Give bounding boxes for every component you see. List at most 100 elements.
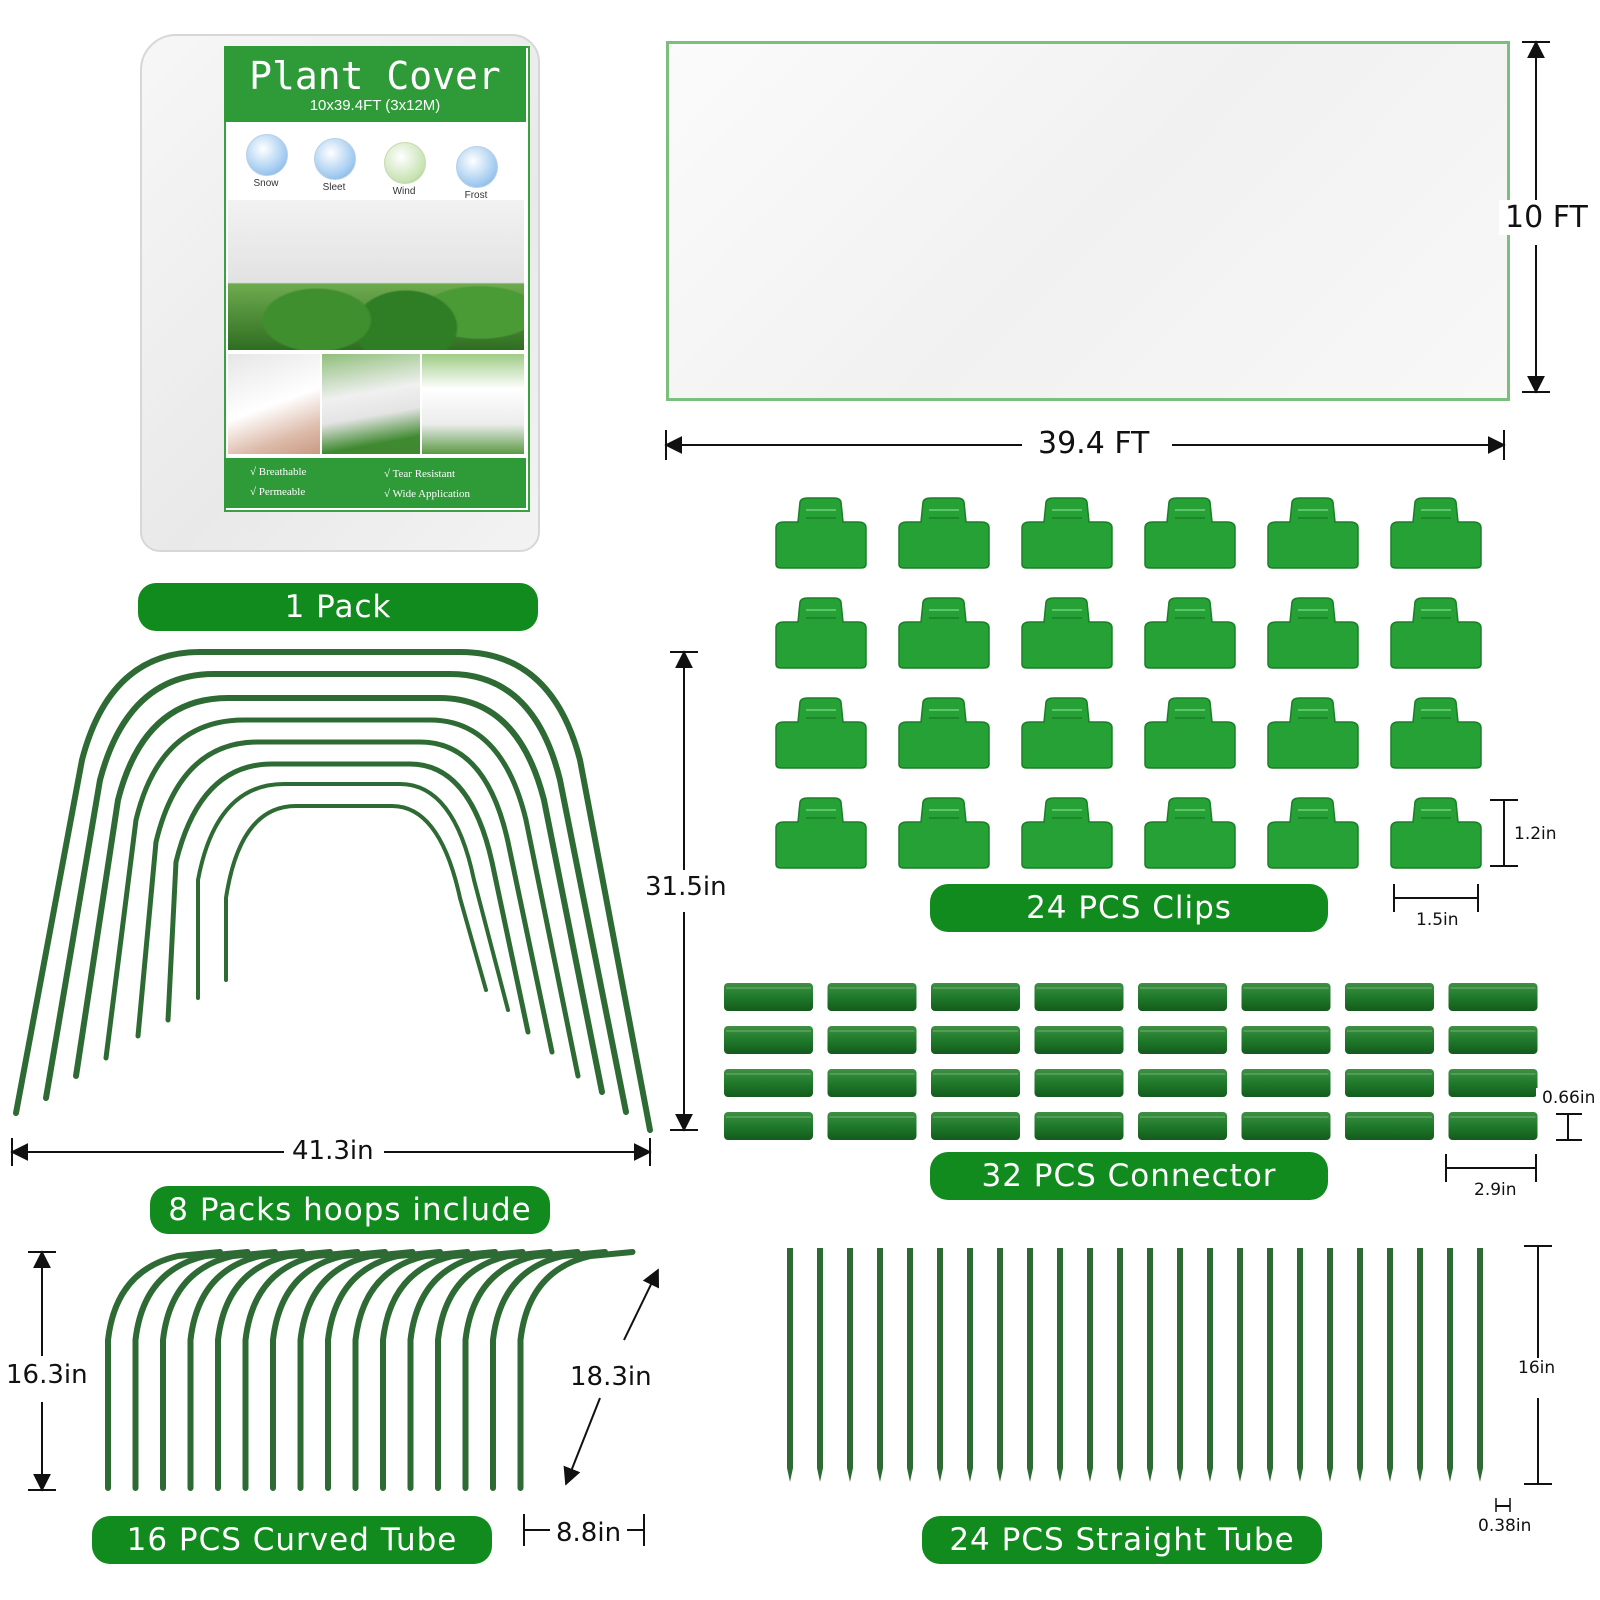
- straight-tube: [877, 1248, 883, 1482]
- straight-dimension: [1495, 1245, 1552, 1512]
- connector: [931, 983, 1020, 1011]
- connector: [1241, 1112, 1331, 1140]
- hoop: [165, 761, 531, 1035]
- curved-tube: [187, 1249, 306, 1491]
- connector: [724, 1026, 813, 1054]
- curved-tube: [352, 1249, 471, 1491]
- straight-tube: [817, 1248, 823, 1482]
- connector: [1448, 1026, 1538, 1054]
- straight-tube-label: 24 PCS Straight Tube: [922, 1516, 1322, 1564]
- connector: [931, 1026, 1020, 1054]
- straight-tube: [1477, 1248, 1483, 1482]
- clip: [1144, 497, 1236, 569]
- clips-label: 24 PCS Clips: [930, 884, 1328, 932]
- sheet-height-dimension: [1522, 40, 1550, 394]
- clip: [1144, 597, 1236, 669]
- straight-tubes: [787, 1248, 1483, 1482]
- clip: [1390, 597, 1482, 669]
- hoops-label: 8 Packs hoops include: [150, 1186, 550, 1234]
- clip: [775, 597, 867, 669]
- straight-tube: [1147, 1248, 1153, 1482]
- sheet-width-dimension: [664, 430, 1506, 460]
- clip: [1267, 497, 1359, 569]
- connector: [1034, 983, 1124, 1011]
- curved-height-label: 16.3in: [0, 1360, 94, 1390]
- package-features: √ Breathable √ Permeable √ Tear Resistan…: [224, 458, 526, 508]
- connector: [724, 1069, 813, 1097]
- package-main-photo: [228, 200, 524, 350]
- clip: [1021, 497, 1113, 569]
- straight-tube: [1327, 1248, 1333, 1482]
- curved-tube: [160, 1249, 278, 1491]
- clip: [775, 797, 867, 869]
- sheet-width-label: 39.4 FT: [1032, 426, 1156, 461]
- clip: [1390, 497, 1482, 569]
- package-thumb-tunnel: [422, 354, 524, 454]
- connector-width-label: 2.9in: [1468, 1180, 1523, 1200]
- icon-label-sleet: Sleet: [322, 182, 346, 193]
- feature-permeable: √ Permeable: [250, 486, 306, 498]
- clip: [1144, 697, 1236, 769]
- clip: [775, 497, 867, 569]
- package-thumb-hands: [228, 354, 320, 454]
- connector: [1345, 1112, 1434, 1140]
- straight-tube: [1057, 1248, 1063, 1482]
- clip-dimension: [1393, 799, 1518, 912]
- curved-tubes: [105, 1249, 636, 1491]
- feature-breathable: √ Breathable: [250, 466, 307, 478]
- curved-tube: [407, 1249, 526, 1491]
- connector: [1345, 983, 1434, 1011]
- connector: [1241, 983, 1331, 1011]
- curved-tube: [325, 1249, 443, 1491]
- connector: [1241, 1069, 1331, 1097]
- straight-tube: [1117, 1248, 1123, 1482]
- straight-tube: [1207, 1248, 1213, 1482]
- straight-tube: [1177, 1248, 1183, 1482]
- curved-tube: [270, 1249, 388, 1491]
- clip: [1144, 797, 1236, 869]
- hoop: [135, 739, 555, 1055]
- curved-length-label: 18.3in: [564, 1362, 658, 1392]
- sheet-height-label: 10 FT: [1499, 200, 1594, 235]
- clip: [898, 497, 990, 569]
- package-title: Plant Cover: [249, 54, 501, 98]
- connector: [724, 1112, 813, 1140]
- clip: [1021, 697, 1113, 769]
- curved-width-label: 8.8in: [550, 1518, 628, 1548]
- straight-tube: [1027, 1248, 1033, 1482]
- connectors-grid: [724, 983, 1538, 1140]
- connector: [1138, 1112, 1227, 1140]
- straight-tube: [787, 1248, 793, 1482]
- connector: [1448, 1069, 1538, 1097]
- straight-tube: [1267, 1248, 1273, 1482]
- clip: [1390, 797, 1482, 869]
- clip: [1267, 597, 1359, 669]
- straight-tube: [847, 1248, 853, 1482]
- curved-dimension: [28, 1250, 660, 1546]
- clip: [1021, 597, 1113, 669]
- straight-tube: [1447, 1248, 1453, 1482]
- snow-icon: [246, 134, 288, 176]
- connector: [1034, 1026, 1124, 1054]
- curved-tube: [435, 1249, 553, 1491]
- connector: [1448, 1112, 1538, 1140]
- connector: [827, 1112, 917, 1140]
- connector: [1345, 1069, 1434, 1097]
- clip: [898, 697, 990, 769]
- curved-tube: [132, 1249, 251, 1491]
- straight-tube: [1237, 1248, 1243, 1482]
- feature-tear-resistant: √ Tear Resistant: [384, 468, 456, 480]
- hoop: [103, 717, 581, 1079]
- straight-tube: [1417, 1248, 1423, 1482]
- hoops-dimension: [10, 650, 698, 1166]
- connector: [1448, 983, 1538, 1011]
- hoop: [73, 695, 605, 1095]
- connector: [931, 1112, 1020, 1140]
- clip: [1267, 797, 1359, 869]
- clip: [1390, 697, 1482, 769]
- clips-grid: [775, 497, 1482, 869]
- connector: [1241, 1026, 1331, 1054]
- connector-height-label: 0.66in: [1536, 1088, 1600, 1108]
- frost-icon: [456, 146, 498, 188]
- curved-tube-label: 16 PCS Curved Tube: [92, 1516, 492, 1564]
